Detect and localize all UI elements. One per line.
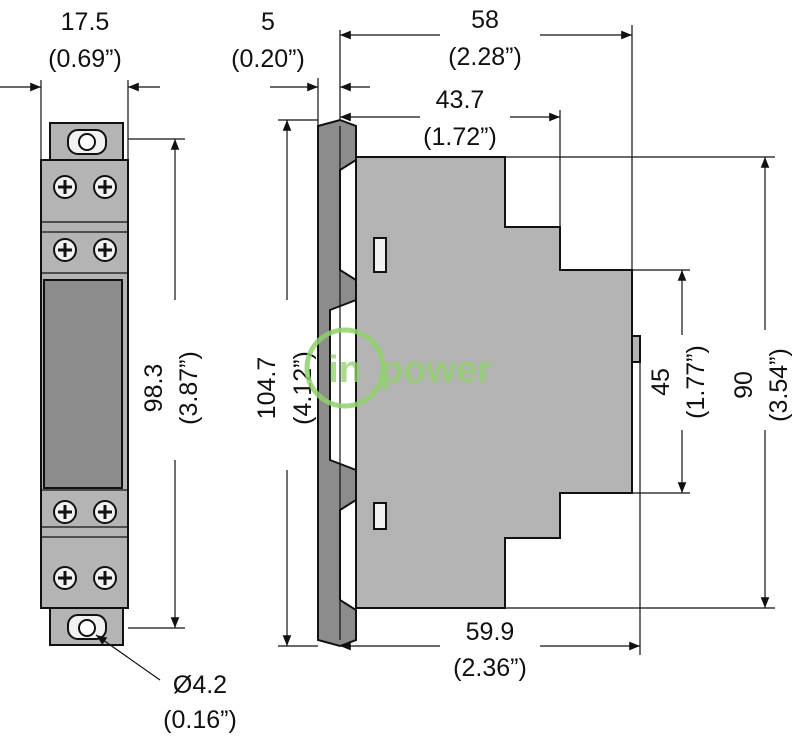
screw-terminal-6 [93,500,117,524]
front-height-in: (3.87”) [175,351,203,425]
total-depth-in: (2.28”) [448,43,522,71]
overall-height-mm: 104.7 [253,357,281,420]
dim-step-depth: 43.7 (1.72”) [340,86,561,227]
body-height-mm: 90 [730,371,758,399]
dim-bottom-depth: 59.9 (2.36”) [340,362,641,682]
screw-terminal-3 [53,238,77,262]
dim-front-height: 98.3 (3.87”) [128,138,203,629]
hole-diameter-mm: Ø4.2 [173,671,227,699]
mounting-hole [78,619,96,637]
step-depth-in: (1.72”) [423,123,497,151]
rail-offset-mm: 5 [261,8,275,36]
inpower-logo: in power [304,327,492,409]
dim-body-height: 90 (3.54”) [505,156,793,609]
screw-terminal-4 [93,238,117,262]
front-face-height-mm: 45 [647,368,675,396]
body-height-in: (3.54”) [765,348,793,422]
rail-offset-in: (0.20”) [231,45,305,73]
dim-hole-diameter: Ø4.2 (0.16”) [95,634,237,734]
screw-terminal-2 [93,175,117,199]
total-depth-mm: 58 [471,6,499,34]
hole-diameter-in: (0.16”) [163,706,237,734]
front-width-mm: 17.5 [61,8,110,36]
dim-total-depth: 58 (2.28”) [340,6,633,270]
dim-front-face-height: 45 (1.77”) [632,269,710,494]
screw-terminal-1 [53,175,77,199]
screw-terminal-8 [93,566,117,590]
screw-terminal-5 [53,500,77,524]
bottom-depth-in: (2.36”) [453,654,527,682]
front-width-in: (0.69”) [48,45,122,73]
screw-terminal-7 [53,566,77,590]
bottom-depth-mm: 59.9 [466,618,515,646]
dim-overall-height: 104.7 (4.12”) [253,119,318,647]
dim-front-width: 17.5 (0.69”) [0,8,160,160]
front-face-height-in: (1.77”) [682,345,710,419]
dim-rail-offset: 5 (0.20”) [231,8,370,126]
logo-brand-left: in [328,349,362,391]
step-depth-mm: 43.7 [436,86,485,114]
front-view [40,122,129,646]
front-height-mm: 98.3 [140,364,168,413]
logo-brand-right: power [380,349,492,391]
